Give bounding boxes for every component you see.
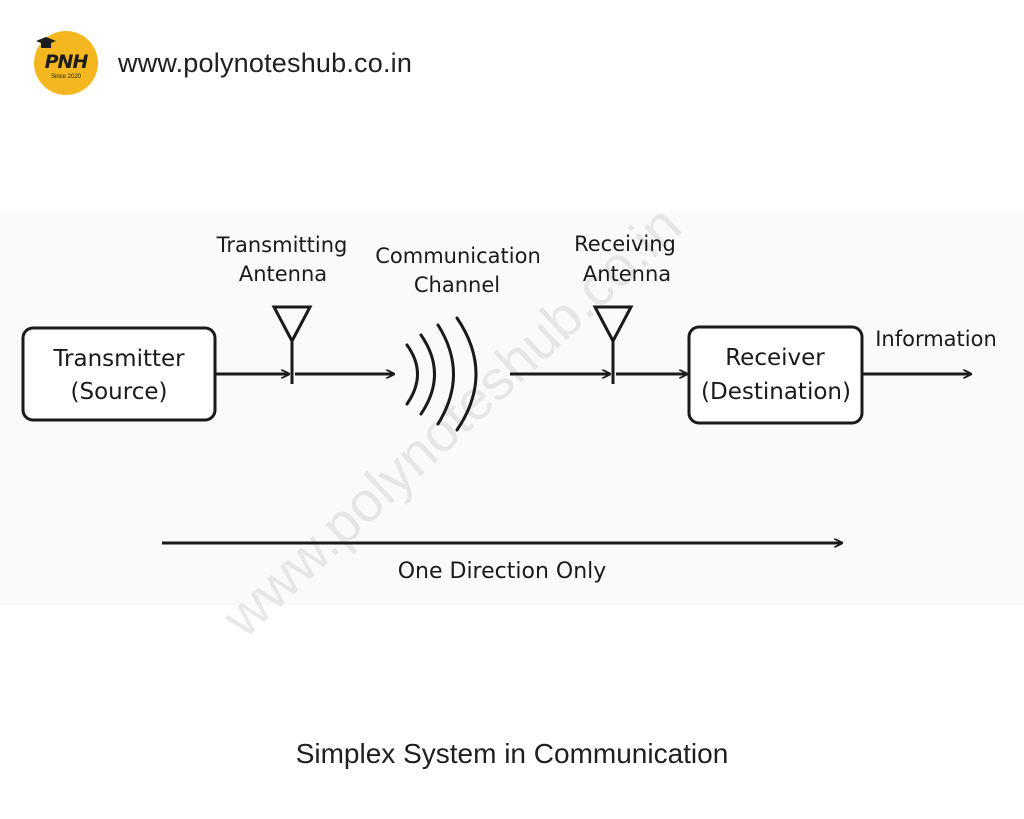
receiver-block: Receiver (Destination): [687, 325, 864, 425]
radio-wave-icon: [405, 316, 478, 432]
receiving-antenna-icon: [592, 305, 634, 384]
transmitter-box: [21, 326, 217, 422]
pnh-logo: PNH Since 2020: [34, 31, 98, 95]
channel-label: Communication: [375, 244, 541, 268]
receiver-sublabel: (Destination): [701, 379, 851, 405]
transmitter-sublabel: (Source): [71, 379, 168, 405]
transmitting-antenna-sublabel: Antenna: [239, 262, 327, 286]
receiver-box: [687, 325, 864, 425]
figure-caption: Simplex System in Communication: [295, 738, 729, 769]
transmitter-block: Transmitter (Source): [21, 326, 217, 422]
receiving-antenna-label: Receiving: [574, 232, 676, 256]
graduation-cap-icon: [36, 37, 56, 48]
information-label: Information: [875, 327, 997, 351]
site-url[interactable]: www.polynoteshub.co.in: [118, 47, 413, 78]
site-header: PNH Since 2020 www.polynoteshub.co.in: [34, 31, 412, 95]
transmitting-antenna-icon: [271, 305, 313, 384]
channel-sublabel: Channel: [414, 273, 500, 297]
transmitting-antenna-label: Transmitting: [216, 233, 348, 257]
receiver-label: Receiver: [725, 345, 825, 371]
receiving-antenna-sublabel: Antenna: [583, 262, 671, 286]
one-direction-label: One Direction Only: [398, 559, 607, 584]
transmitter-label: Transmitter: [52, 346, 185, 372]
logo-text: PNH: [44, 51, 89, 73]
logo-since: Since 2020: [50, 74, 82, 80]
